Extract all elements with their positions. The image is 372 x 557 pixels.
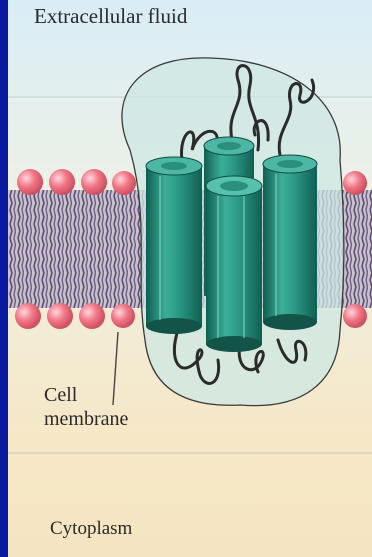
phospholipid-head-icon <box>49 169 75 195</box>
cell-label-line1: Cell <box>44 383 128 407</box>
protein-helix-icon <box>263 155 317 330</box>
phospholipid-head-icon <box>15 303 41 329</box>
cell-membrane-label: Cell membrane <box>44 383 128 431</box>
extracellular-fluid-label: Extracellular fluid <box>34 4 187 29</box>
phospholipid-head-icon <box>81 169 107 195</box>
phospholipid-head-icon <box>343 171 367 195</box>
phospholipid-head-icon <box>79 303 105 329</box>
protein-helices <box>146 137 317 352</box>
phospholipid-head-icon <box>111 304 135 328</box>
cytoplasm-label: Cytoplasm <box>50 518 132 540</box>
phospholipid-head-icon <box>47 303 73 329</box>
phospholipid-head-icon <box>112 171 136 195</box>
phospholipid-head-icon <box>343 304 367 328</box>
protein-helix-icon <box>146 157 202 334</box>
protein-helix-icon <box>206 176 262 352</box>
phospholipid-head-icon <box>17 169 43 195</box>
cell-label-line2: membrane <box>44 407 128 431</box>
